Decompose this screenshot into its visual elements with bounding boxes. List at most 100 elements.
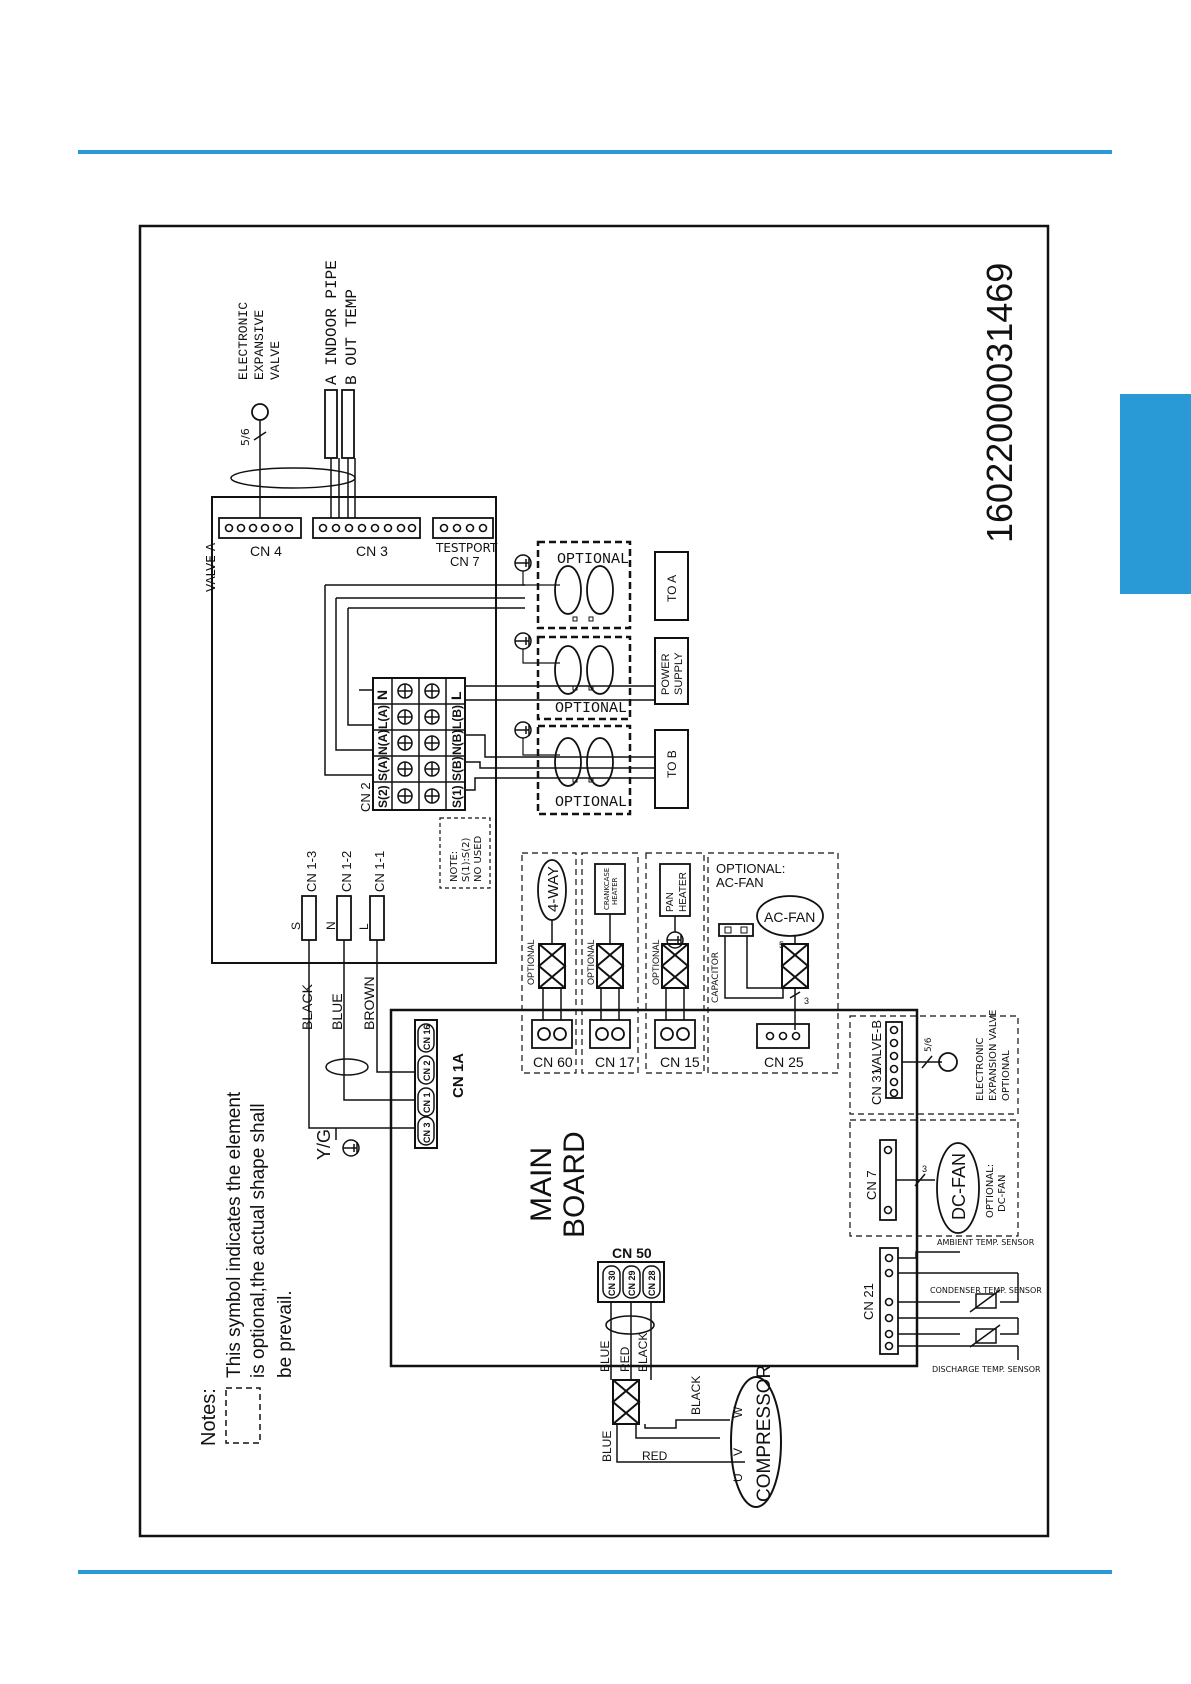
pipe-b-label: B OUT TEMP <box>343 289 361 385</box>
wire-yg: Y/G <box>314 1129 334 1160</box>
cn1a-label: CN 1A <box>450 1053 467 1098</box>
power-supply-label-1: POWER <box>660 653 672 695</box>
eev-a-symbol <box>251 403 269 518</box>
cn50-wire-black: BLACK <box>636 1333 650 1372</box>
cn21-label: CN 21 <box>861 1283 876 1320</box>
eev-label-3: VALVE <box>268 341 283 380</box>
terminal-sb: S(B) <box>450 756 464 781</box>
cn21-connector <box>879 1247 899 1355</box>
compressor-symbol <box>730 1376 782 1508</box>
sensor-wires <box>898 1251 1019 1360</box>
eev-label-1: ELECTRONIC <box>236 302 251 380</box>
note-line-2: S(1):S(2) <box>461 838 472 882</box>
cn1a-pin-3: CN 3 <box>422 1122 432 1143</box>
cn50-pin-28: CN 28 <box>647 1270 657 1296</box>
cn3-connector <box>312 517 421 539</box>
terminal-na: N(A) <box>376 730 390 755</box>
to-a-box <box>654 551 689 621</box>
terminal-s1: S(1) <box>450 785 464 808</box>
cn1-s: S <box>289 922 303 930</box>
opt-dcfan-label-2: DC-FAN <box>997 1175 1008 1212</box>
optional-power-label: OPTIONAL <box>555 700 627 717</box>
discharge-sensor-label: DISCHARGE TEMP. SENSOR <box>932 1365 1041 1374</box>
eev-label-2: EXPANSIVE <box>252 310 267 380</box>
cn1a-pins <box>417 1023 435 1146</box>
cn1-plugs <box>301 895 385 941</box>
cn1a-pin-16: CN 16 <box>422 1024 432 1050</box>
internal-wires <box>324 584 655 791</box>
bottom-rule <box>78 1570 1112 1574</box>
ground-symbol-yg <box>342 1139 360 1157</box>
cn25-label: CN 25 <box>764 1054 804 1070</box>
wire-red-lower: RED <box>642 1449 668 1463</box>
optional-box-b <box>514 721 632 816</box>
terminal-la: L(A) <box>376 705 390 729</box>
acfan-three: 3 <box>804 996 809 1006</box>
eev-b-label-2: EXPANSION VALVE <box>988 1010 999 1101</box>
note-line-1: NOTE: <box>449 851 460 882</box>
terminal-block <box>372 677 466 811</box>
indoor-board <box>211 496 497 964</box>
to-b-box <box>654 729 689 809</box>
to-a-label: TO A <box>665 575 679 602</box>
terminal-s2: S(2) <box>376 785 390 808</box>
cn2-label: CN 2 <box>358 782 373 812</box>
load-box-ac-fan <box>707 852 839 1074</box>
compressor-label: COMPRESSOR <box>754 1365 775 1502</box>
capacitor-label: CAPACITOR <box>711 952 721 1003</box>
terminal-lb: L(B) <box>450 705 464 729</box>
condenser-sensor-label: CONDENSER TEMP. SENSOR <box>930 1286 1042 1295</box>
eev-b-label-3: OPTIONAL <box>1001 1050 1012 1101</box>
main-board-label-2: BOARD <box>558 1131 591 1238</box>
pan-heater-label-2: HEATER <box>678 872 689 912</box>
compressor-wires <box>605 1302 745 1463</box>
load-box-4way <box>521 852 577 1074</box>
testport-label: TESTPORT <box>435 541 498 555</box>
part-number: 16022000031469 <box>979 263 1020 543</box>
optional-pan: OPTIONAL <box>651 939 661 985</box>
crankcase-label-2: HEATER <box>611 877 619 905</box>
eev-b-label-1: ELECTRONIC <box>975 1037 986 1101</box>
to-b-label: TO B <box>665 750 679 778</box>
top-rule <box>78 150 1112 154</box>
load-box-crankcase <box>581 852 639 1074</box>
optional-symbol-example <box>225 1387 261 1444</box>
pipe-a-label: A INDOOR PIPE <box>323 260 341 385</box>
section-tab <box>1120 394 1191 594</box>
cn3-label: CN 3 <box>356 543 388 559</box>
wire-black: BLACK <box>299 983 315 1030</box>
load-box-pan-heater <box>645 852 705 1074</box>
power-supply-label-2: SUPPLY <box>673 652 685 695</box>
compressor-u: U <box>731 1473 745 1482</box>
compressor-v: V <box>731 1448 745 1456</box>
dcfan-three: 3 <box>922 1164 927 1174</box>
opt-acfan-label-1: OPTIONAL: <box>716 861 785 876</box>
main-board <box>389 1008 919 1368</box>
cn7-top-label: CN 7 <box>450 554 480 569</box>
cn7-testport-connector <box>432 517 494 539</box>
cn31-label: CN 31 <box>869 1068 884 1105</box>
load-box-eev-b <box>849 1015 1019 1115</box>
cn1a-pin-1: CN 1 <box>422 1092 432 1113</box>
cn60-label: CN 60 <box>533 1054 573 1070</box>
five-six-right: 5/6 <box>924 1037 934 1052</box>
cn4-connector <box>218 517 302 539</box>
wire-brown: BROWN <box>361 976 377 1030</box>
cn50-label: CN 50 <box>612 1245 652 1261</box>
cn1-2-label: CN 1-2 <box>339 851 354 892</box>
cn4-label: CN 4 <box>250 543 282 559</box>
dc-fan-label: DC-FAN <box>949 1153 969 1220</box>
five-six-top: 5/6 <box>239 428 252 446</box>
terminal-sa: S(A) <box>376 756 390 781</box>
valve-b-label: VALVE-B <box>869 1020 884 1073</box>
four-way-label: 4-WAY <box>545 866 562 912</box>
compressor-w: W <box>731 1406 745 1418</box>
notes-line-3: be prevail. <box>275 1290 296 1378</box>
wire-black-lower: BLACK <box>689 1376 703 1415</box>
power-supply-box <box>654 637 689 705</box>
cn50-wire-red: RED <box>618 1346 632 1372</box>
optional-4way: OPTIONAL <box>526 939 536 985</box>
cn50-pin-29: CN 29 <box>627 1270 637 1296</box>
wire-blue-lower: BLUE <box>600 1431 614 1462</box>
